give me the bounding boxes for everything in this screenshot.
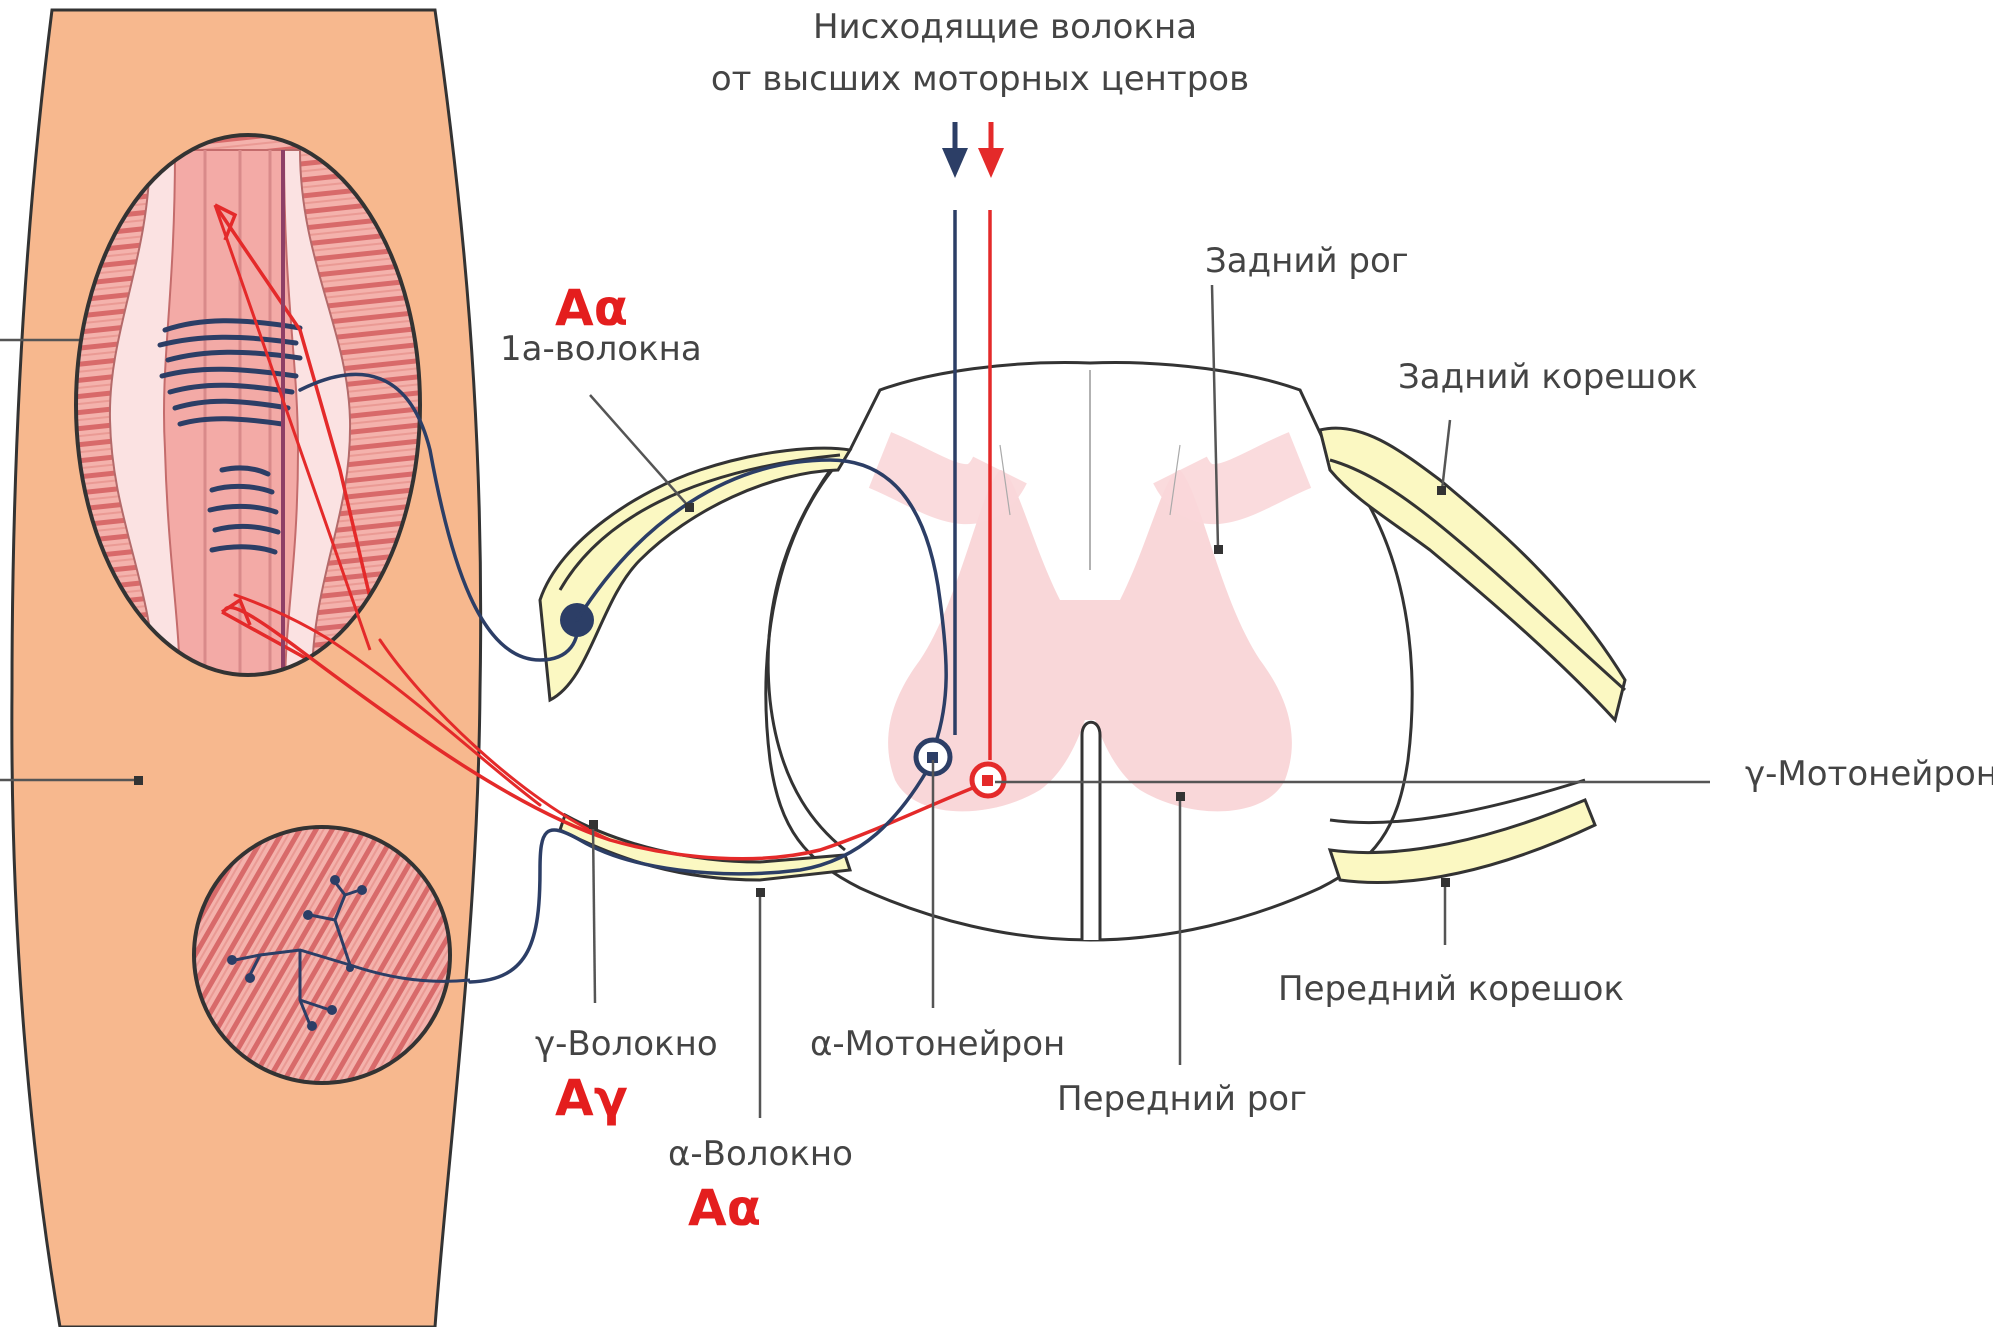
label-ventral-root: Передний корешок [1278, 969, 1624, 1009]
label-descending-line2: от высших моторных центров [711, 59, 1249, 99]
label-dorsal-horn: Задний рог [1205, 241, 1409, 281]
label-gamma-motoneuron: γ-Мотонейрон [1745, 754, 1993, 794]
label-alpha-fiber: α-Волокно [668, 1134, 853, 1174]
label-ventral-horn: Передний рог [1057, 1079, 1307, 1119]
label-alpha-fiber-class: Aα [688, 1179, 761, 1237]
label-descending-line1: Нисходящие волокна [813, 7, 1197, 47]
gamma-motoneuron-cell [972, 764, 1004, 796]
label-1a-fiber: 1а-волокна [500, 329, 702, 369]
label-alpha-motoneuron: α-Мотонейрон [810, 1024, 1065, 1064]
label-dorsal-root: Задний корешок [1398, 357, 1698, 397]
label-gamma-fiber: γ-Волокно [535, 1024, 718, 1064]
spinal-cord [766, 363, 1412, 940]
label-gamma-fiber-class: Aγ [555, 1069, 628, 1127]
